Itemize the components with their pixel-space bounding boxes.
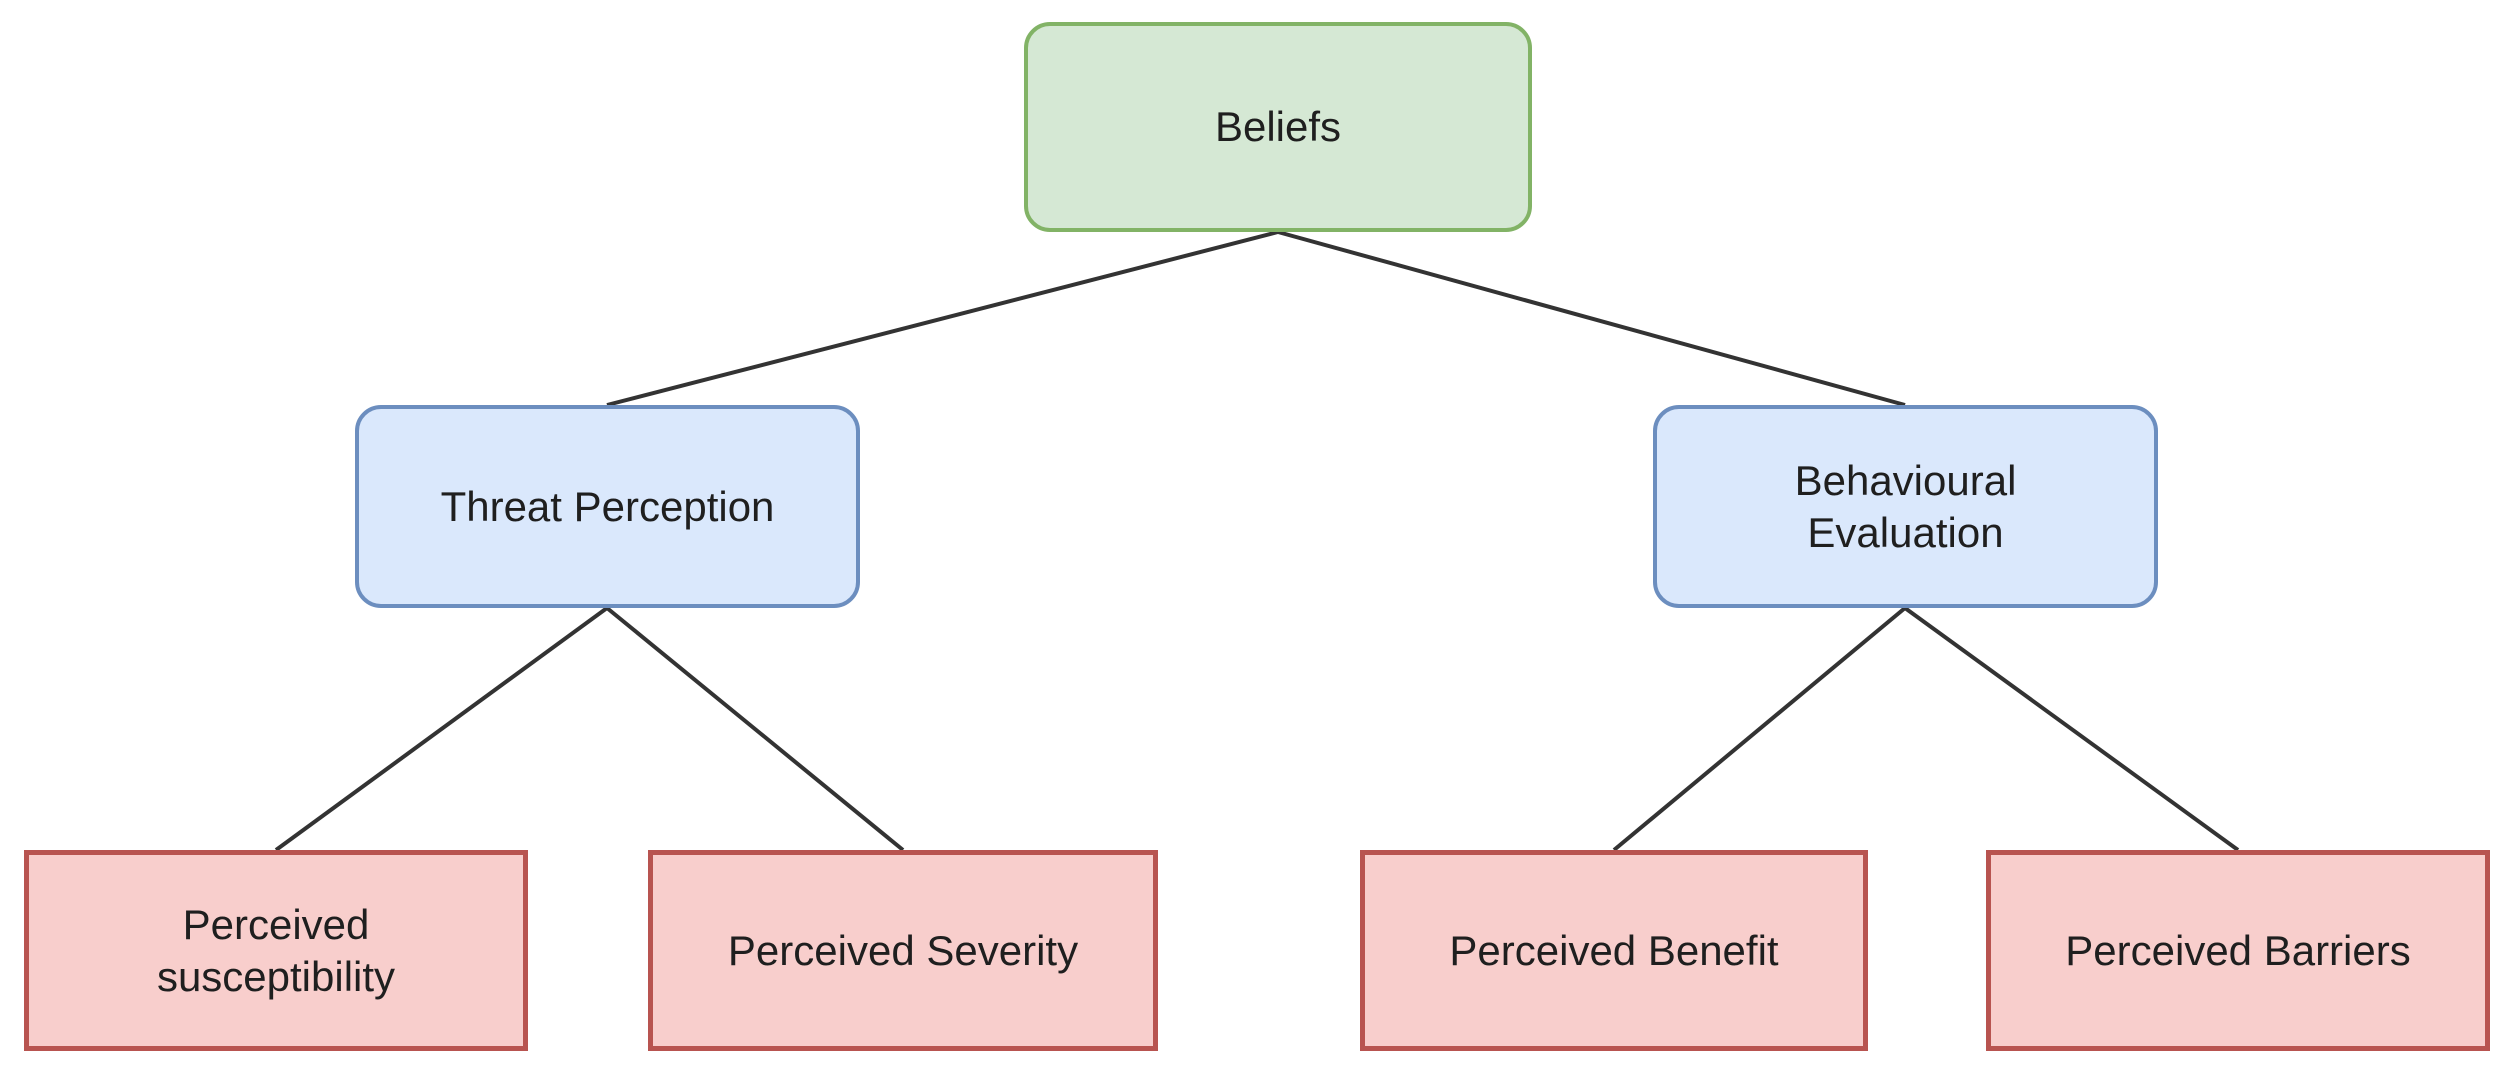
node-beliefs[interactable]: Beliefs: [1024, 22, 1532, 232]
node-perceived-susceptibility[interactable]: Perceived susceptibility: [24, 850, 528, 1051]
connector-behavioural-evaluation-to-perceived-barriers: [1903, 606, 2240, 852]
node-behavioural-evaluation[interactable]: Behavioural Evaluation: [1653, 405, 2158, 608]
node-label-beliefs: Beliefs: [1214, 103, 1342, 151]
node-label-perceived-susceptibility: Perceived susceptibility: [156, 901, 396, 1000]
node-label-threat-perception: Threat Perception: [440, 482, 775, 530]
node-perceived-severity[interactable]: Perceived Severity: [648, 850, 1158, 1051]
connector-beliefs-to-threat-perception: [606, 230, 1279, 407]
node-perceived-benefit[interactable]: Perceived Benefit: [1360, 850, 1868, 1051]
connector-threat-perception-to-perceived-susceptibility: [274, 606, 609, 852]
node-label-perceived-severity: Perceived Severity: [727, 926, 1079, 974]
node-perceived-barriers[interactable]: Perceived Barriers: [1986, 850, 2490, 1051]
connector-beliefs-to-behavioural-evaluation: [1277, 230, 1906, 407]
node-threat-perception[interactable]: Threat Perception: [355, 405, 860, 608]
connector-threat-perception-to-perceived-severity: [605, 606, 905, 852]
node-label-perceived-benefit: Perceived Benefit: [1449, 926, 1779, 974]
node-label-perceived-barriers: Perceived Barriers: [2065, 926, 2411, 974]
node-label-behavioural-evaluation: Behavioural Evaluation: [1794, 457, 2017, 556]
connector-behavioural-evaluation-to-perceived-benefit: [1612, 606, 1907, 852]
